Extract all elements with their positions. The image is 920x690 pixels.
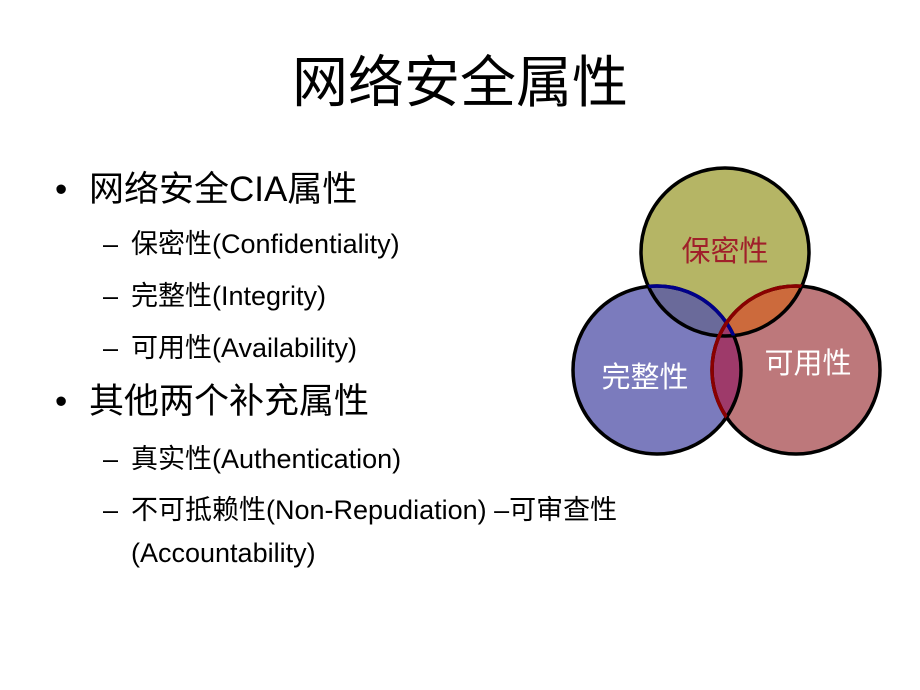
subitem-text: 完整性(Integrity) xyxy=(131,281,327,311)
bullet-supplementary: • 其他两个补充属性 xyxy=(55,380,369,424)
subitem-authentication: –真实性(Authentication) xyxy=(103,441,401,477)
subitem-non-repudiation: –不可抵赖性(Non-Repudiation) –可审查性 xyxy=(103,492,617,528)
subitem-availability: –可用性(Availability) xyxy=(103,330,357,366)
dash-marker: – xyxy=(103,333,119,363)
dash-marker: – xyxy=(103,281,119,311)
subitem-integrity: –完整性(Integrity) xyxy=(103,278,326,314)
subitem-continuation: (Accountability) xyxy=(131,538,316,568)
subitem-text: 保密性(Confidentiality) xyxy=(131,229,400,259)
subitem-text: 不可抵赖性(Non-Repudiation) –可审查性 xyxy=(131,495,618,525)
dash-marker: – xyxy=(103,444,119,474)
integrity-label: 完整性 xyxy=(601,360,688,394)
bullet-text: 网络安全CIA属性 xyxy=(89,170,358,209)
overlap-ci xyxy=(641,286,741,336)
subitem-confidentiality: –保密性(Confidentiality) xyxy=(103,226,400,262)
slide-title: 网络安全属性 xyxy=(292,51,628,116)
availability-label: 可用性 xyxy=(764,346,851,380)
bullet-cia: • 网络安全CIA属性 xyxy=(55,168,357,212)
overlap-ca xyxy=(712,286,809,336)
subitem-text: 真实性(Authentication) xyxy=(131,444,402,474)
bullet-text: 其他两个补充属性 xyxy=(89,382,370,421)
bullet-marker: • xyxy=(55,382,68,421)
dash-marker: – xyxy=(103,229,119,259)
confidentiality-label: 保密性 xyxy=(681,234,768,268)
bullet-marker: • xyxy=(55,170,68,209)
subitem-text: 可用性(Availability) xyxy=(131,333,358,363)
dash-marker: – xyxy=(103,495,119,525)
cia-venn-diagram: 保密性 完整性 可用性 xyxy=(571,166,882,456)
